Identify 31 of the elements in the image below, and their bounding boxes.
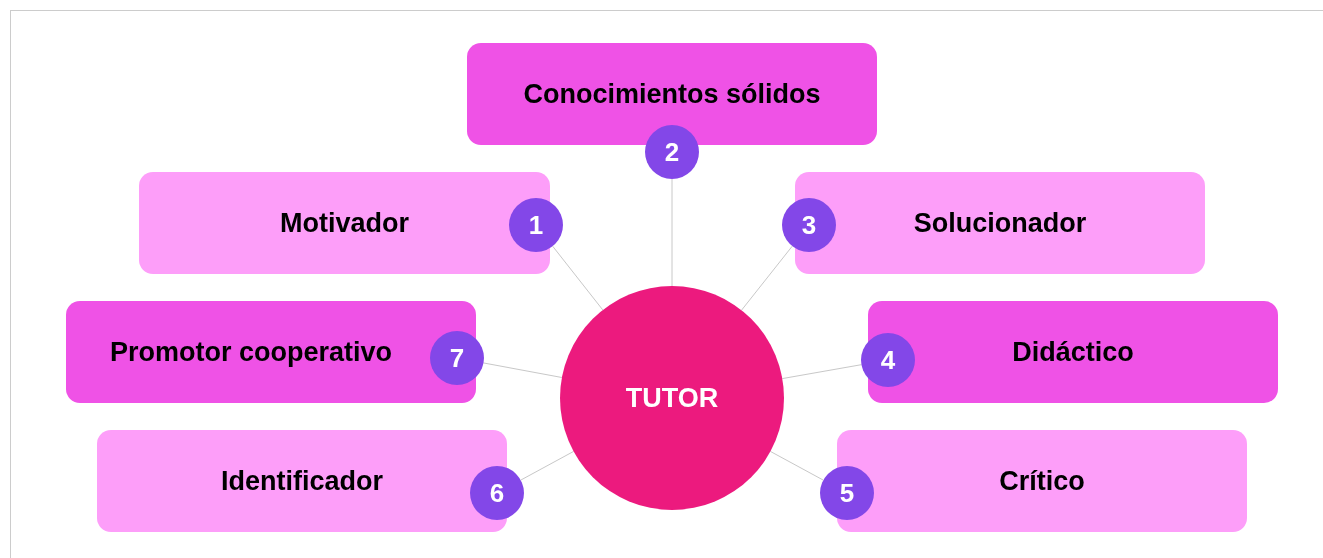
role-label: Didáctico	[1012, 336, 1134, 368]
number-label: 4	[880, 344, 896, 376]
number-circle	[645, 125, 699, 179]
number-label: 2	[664, 136, 680, 168]
role-box	[97, 430, 507, 532]
number-label: 1	[528, 209, 544, 241]
number-label: 5	[839, 477, 855, 509]
role-box	[868, 301, 1278, 403]
role-box	[139, 172, 550, 274]
role-label: Promotor cooperativo	[109, 336, 392, 368]
role-box	[795, 172, 1205, 274]
role-box	[837, 430, 1247, 532]
connector-line	[741, 245, 793, 311]
role-label: Identificador	[221, 465, 383, 497]
number-circle	[782, 198, 836, 252]
role-label: Motivador	[280, 207, 409, 239]
connector-line	[552, 245, 604, 311]
role-box	[467, 43, 877, 145]
number-label: 6	[489, 477, 505, 509]
connector-line	[781, 364, 862, 380]
connector-line	[483, 362, 563, 378]
number-label: 3	[801, 209, 817, 241]
center-label: TUTOR	[625, 382, 719, 414]
role-label: Conocimientos sólidos	[523, 78, 821, 110]
role-label: Crítico	[999, 465, 1085, 497]
role-label: Solucionador	[913, 207, 1087, 239]
number-label: 7	[449, 342, 465, 374]
number-circle	[820, 466, 874, 520]
role-box	[66, 301, 476, 403]
connector-line	[520, 450, 575, 481]
connector-line	[769, 450, 824, 481]
